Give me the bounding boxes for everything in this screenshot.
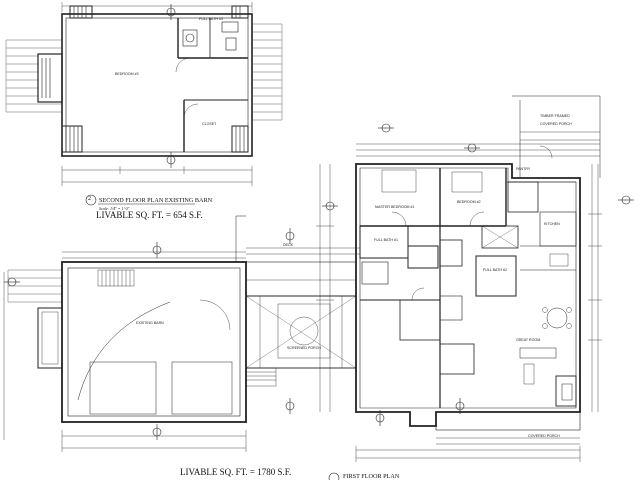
- room-label-great-room: GREAT ROOM: [516, 338, 541, 342]
- room-label-covered-porch-bottom: COVERED PORCH: [528, 434, 560, 438]
- room-label-bedroom-3: BEDROOM #3: [115, 72, 139, 76]
- room-label-bedroom-2: BEDROOM #2: [457, 200, 481, 204]
- room-label-pantry: PANTRY: [516, 167, 531, 171]
- room-label-kitchen: KITCHEN: [544, 222, 560, 226]
- room-label-deck: DECK: [283, 243, 293, 247]
- room-label-existing-barn: EXISTING BARN: [136, 321, 164, 325]
- main-house: [316, 95, 634, 480]
- room-label-full-bath-3: FULL BATH #3: [199, 17, 223, 21]
- first-floor-barn: [3, 242, 247, 452]
- second-floor-plan: [5, 2, 283, 206]
- second-floor-livable: LIVABLE SQ. FT. = 654 S.F.: [96, 210, 203, 220]
- first-floor-title: FIRST FLOOR PLAN: [343, 473, 400, 480]
- first-floor-livable: LIVABLE SQ. FT. = 1780 S.F.: [180, 467, 292, 477]
- room-label-covered-porch-top: COVERED PORCH: [540, 122, 572, 126]
- room-label-closet: CLOSET: [202, 122, 217, 126]
- room-label-full-bath-2: FULL BATH #2: [483, 268, 507, 272]
- room-label-screened-porch: SCREENED PORCH: [287, 346, 321, 350]
- room-label-full-bath-1: FULL BATH #1: [374, 238, 398, 242]
- room-label-timber-framed: TIMBER FRAMED: [540, 114, 570, 118]
- second-floor-number: 2: [88, 196, 91, 202]
- second-floor-title: SECOND FLOOR PLAN EXISTING BARN: [99, 197, 213, 204]
- second-floor-scale: Scale: 1/4" = 1'-0": [99, 206, 130, 211]
- deck-and-porch: [235, 215, 360, 414]
- room-label-master-bedroom: MASTER BEDROOM #1: [375, 205, 415, 209]
